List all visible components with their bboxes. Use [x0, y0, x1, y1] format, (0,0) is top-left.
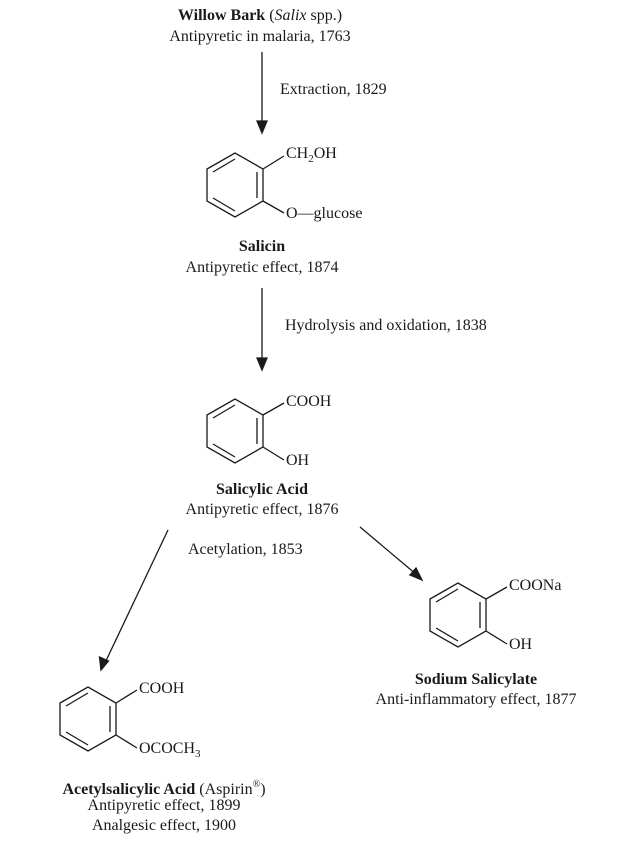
willow-bark-title: Willow Bark (Salix spp.) [177, 7, 343, 24]
acetylation-label: Acetylation, 1853 [188, 541, 303, 558]
arrow-acetylation-head [98, 655, 110, 672]
salicylic-title: Salicylic Acid [216, 481, 308, 498]
salicylic-note: Antipyretic effect, 1876 [185, 501, 339, 518]
extraction-label: Extraction, 1829 [280, 81, 387, 98]
sodium-title: Sodium Salicylate [414, 671, 538, 688]
arrow-hydrolysis-head [256, 357, 268, 372]
aspirin-title: Acetylsalicylic Acid (Aspirin®) [62, 779, 266, 798]
sodium-oh: OH [509, 636, 533, 653]
arrow-extraction-head [256, 120, 268, 135]
sodium-benzene-ring [429, 582, 508, 648]
salicylic-cooh: COOH [286, 393, 332, 410]
salicylic-oh: OH [286, 452, 310, 469]
aspirin-benzene-ring [59, 686, 138, 752]
aspirin-note-analgesic: Analgesic effect, 1900 [91, 817, 237, 834]
salicin-o-glucose: O—glucose [286, 205, 363, 222]
arrow-acetylation [103, 529, 169, 666]
salicin-title: Salicin [238, 238, 286, 255]
aspirin-note-antipyretic: Antipyretic effect, 1899 [87, 797, 241, 814]
sodium-coona: COONa [509, 577, 562, 594]
willow-bark-note: Antipyretic in malaria, 1763 [169, 28, 351, 45]
salicin-ch2oh: CH2OH [286, 145, 337, 165]
hydrolysis-label: Hydrolysis and oxidation, 1838 [285, 317, 487, 334]
salicin-benzene-ring [206, 152, 285, 218]
aspirin-ococh3: OCOCH3 [139, 740, 201, 760]
arrow-sodium-head [408, 566, 424, 582]
salicylic-benzene-ring [206, 398, 285, 464]
arrow-sodium [359, 526, 418, 576]
salicin-note: Antipyretic effect, 1874 [185, 259, 339, 276]
sodium-note: Anti-inflammatory effect, 1877 [375, 691, 577, 708]
aspirin-cooh: COOH [139, 680, 185, 697]
